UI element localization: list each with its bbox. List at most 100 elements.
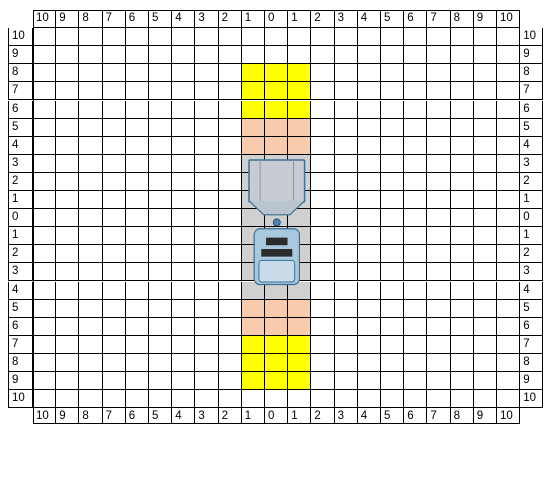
caution-zone-cell — [265, 119, 288, 137]
grid-cell — [56, 64, 79, 82]
forklift-top-view-icon — [247, 159, 307, 286]
grid-cell — [79, 137, 102, 155]
safety-zone-cell — [288, 336, 311, 354]
grid-cell — [219, 155, 242, 173]
row-label-right: 4 — [520, 137, 543, 155]
grid-cell — [219, 209, 242, 227]
grid-cell — [126, 282, 149, 300]
column-label-top: 4 — [358, 10, 381, 28]
grid-cell — [427, 173, 450, 191]
grid-cell — [195, 173, 218, 191]
grid-cell — [195, 336, 218, 354]
grid-cell — [103, 28, 126, 46]
grid-cell — [427, 282, 450, 300]
grid-cell — [103, 336, 126, 354]
grid-cell — [358, 245, 381, 263]
grid-cell — [56, 227, 79, 245]
grid-cell — [404, 245, 427, 263]
grid-cell — [497, 263, 520, 281]
grid-cell — [358, 64, 381, 82]
grid-cell — [427, 46, 450, 64]
grid-cell — [56, 82, 79, 100]
grid-cell — [79, 282, 102, 300]
grid-cell — [474, 82, 497, 100]
grid-cell — [335, 390, 358, 408]
grid-cell — [381, 119, 404, 137]
grid-cell — [149, 64, 172, 82]
row-label-left: 9 — [8, 372, 33, 390]
grid-cell — [79, 245, 102, 263]
row-label-left: 4 — [8, 282, 33, 300]
caution-zone-cell — [288, 300, 311, 318]
column-label-top: 10 — [497, 10, 520, 28]
grid-cell — [103, 64, 126, 82]
grid-cell — [103, 263, 126, 281]
grid-cell — [195, 372, 218, 390]
grid-cell — [195, 318, 218, 336]
grid-cell — [195, 263, 218, 281]
grid-cell — [451, 137, 474, 155]
row-label-left: 1 — [8, 227, 33, 245]
grid-cell — [404, 82, 427, 100]
grid-cell — [427, 28, 450, 46]
grid-cell — [404, 372, 427, 390]
grid-cell — [33, 390, 56, 408]
grid-cell — [172, 245, 195, 263]
column-label-bottom: 8 — [451, 408, 474, 424]
forklift-part — [273, 219, 280, 226]
grid-cell — [404, 137, 427, 155]
column-label-top: 7 — [103, 10, 126, 28]
grid-cell — [56, 318, 79, 336]
safety-zone-cell — [288, 64, 311, 82]
column-label-top: 3 — [195, 10, 218, 28]
grid-cell — [126, 191, 149, 209]
grid-cell — [335, 354, 358, 372]
grid-cell — [451, 245, 474, 263]
grid-cell — [126, 300, 149, 318]
grid-cell — [381, 101, 404, 119]
grid-cell — [358, 372, 381, 390]
forklift-part — [249, 160, 305, 202]
caution-zone-cell — [242, 119, 265, 137]
grid-cell — [126, 155, 149, 173]
row-label-left: 10 — [8, 390, 33, 408]
grid-cell — [219, 336, 242, 354]
column-label-bottom: 5 — [381, 408, 404, 424]
grid-cell — [474, 137, 497, 155]
column-label-bottom: 5 — [149, 408, 172, 424]
safety-zone-cell — [265, 64, 288, 82]
grid-cell — [381, 155, 404, 173]
grid-cell — [126, 390, 149, 408]
column-label-bottom: 1 — [242, 408, 265, 424]
grid-cell — [335, 263, 358, 281]
grid-cell — [427, 64, 450, 82]
grid-cell — [219, 173, 242, 191]
grid-cell — [451, 227, 474, 245]
forklift-part — [261, 249, 292, 257]
column-label-bottom: 7 — [427, 408, 450, 424]
grid-cell — [265, 46, 288, 64]
column-label-bottom: 8 — [79, 408, 102, 424]
grid-cell — [404, 300, 427, 318]
grid-cell — [195, 390, 218, 408]
grid-cell — [311, 390, 334, 408]
grid-cell — [451, 263, 474, 281]
grid-cell — [265, 390, 288, 408]
grid-cell — [219, 318, 242, 336]
row-label-right: 7 — [520, 82, 543, 100]
grid-cell — [335, 336, 358, 354]
grid-cell — [219, 137, 242, 155]
grid-cell — [103, 354, 126, 372]
grid-cell — [381, 64, 404, 82]
caution-zone-cell — [288, 318, 311, 336]
grid-cell — [79, 354, 102, 372]
grid-cell — [497, 372, 520, 390]
grid-cell — [33, 372, 56, 390]
grid-cell — [103, 101, 126, 119]
grid-cell — [219, 119, 242, 137]
grid-cell — [195, 282, 218, 300]
grid-cell — [335, 119, 358, 137]
row-label-left: 7 — [8, 82, 33, 100]
grid-cell — [219, 101, 242, 119]
grid-cell — [404, 209, 427, 227]
